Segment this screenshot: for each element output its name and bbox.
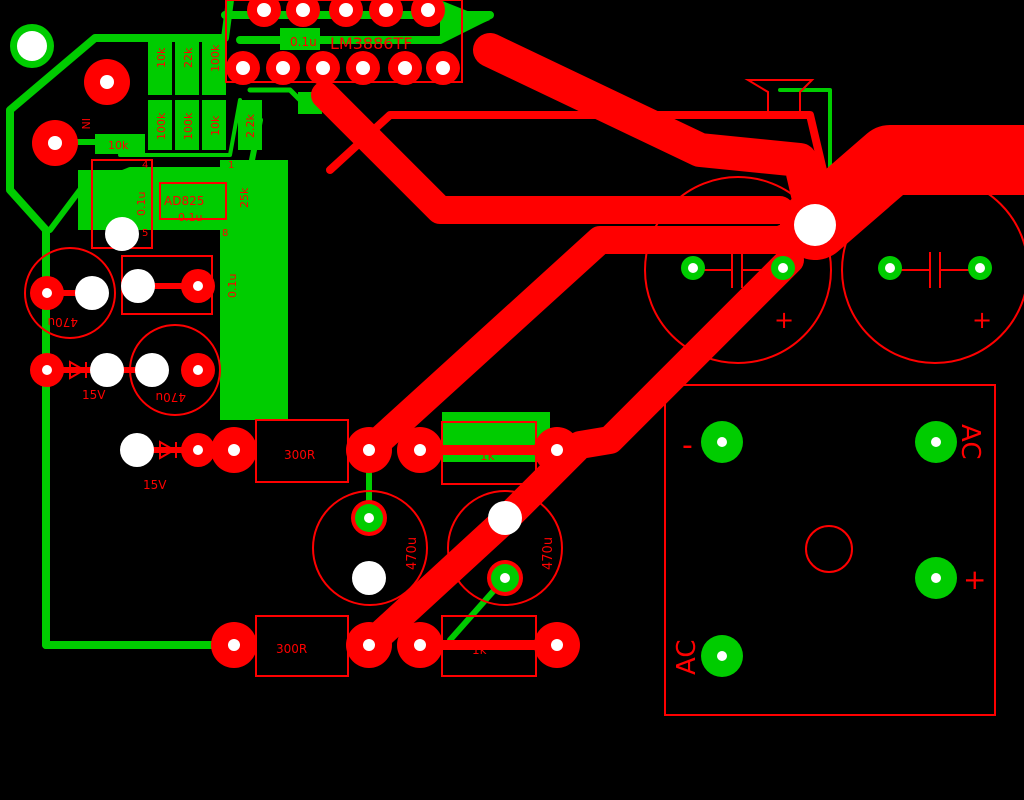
label-bridge-minus: - (682, 428, 693, 463)
bigcap-a-symbol (694, 252, 784, 288)
speaker-symbol (744, 79, 815, 113)
label-r-1k-b: 1k (472, 643, 487, 657)
label-cap-b: 0.1u (178, 211, 202, 224)
cap-470u-b-outline (129, 324, 221, 416)
label-bridge-ac-top: AC (955, 424, 985, 459)
pour-edge-top (440, 0, 490, 40)
label-bridge-ac-bottom: AC (672, 640, 702, 675)
label-cap-c: 0.1u (226, 274, 239, 298)
opamp-outline (159, 182, 227, 220)
label-pin-4: 4 (142, 160, 148, 171)
label-r-1k-a: 1k (480, 449, 495, 463)
bigcap-b-symbol (890, 252, 980, 288)
label-zener-b: 15V (143, 478, 167, 492)
label-cap-top: 0.1u (290, 35, 317, 49)
ic-outline (225, 0, 463, 83)
label-r-300r-a: 300R (284, 448, 315, 462)
label-cap-a: 0.1u (135, 192, 148, 216)
zener-b-symbol (159, 440, 177, 460)
bigcap-b-outline (841, 176, 1024, 364)
trace-output-thin (326, 111, 834, 204)
label-r-25k: 25k (238, 187, 251, 208)
power-trace-rail-b (355, 246, 804, 659)
label-bigcap-plus-a: + (774, 306, 794, 334)
label-r1: 10k (155, 47, 168, 68)
label-pin-8: 8 (222, 228, 228, 239)
bridge-outline (664, 384, 996, 716)
label-r2: 22k (182, 47, 195, 68)
trace-feedback (247, 87, 303, 103)
label-bigcap-plus-b: + (972, 306, 992, 334)
label-pin-5: 5 (142, 228, 148, 239)
label-zener-a: 15V (82, 388, 106, 402)
label-ic: LM3886TF (330, 34, 412, 53)
label-in: IN (79, 118, 92, 129)
label-r-in: 10k (108, 139, 129, 152)
label-r7: 2.2k (244, 114, 257, 138)
label-pin-1: 1 (228, 160, 234, 171)
cap-470u-c-outline (312, 490, 428, 606)
label-opamp: AD825 (164, 194, 204, 208)
label-r4: 100k (155, 112, 168, 140)
label-r5: 100k (182, 112, 195, 140)
ground-pour-small (78, 170, 248, 230)
bigcap-a-outline (644, 176, 832, 364)
label-cap-470u-b: 470u (155, 390, 186, 404)
power-trace-right (780, 125, 1024, 260)
trace-opamp-link (118, 98, 242, 157)
label-r6: 10k (209, 115, 222, 136)
label-cap-470u-a: 470u (47, 315, 78, 329)
silkscreen-text: LM3886TF 0.1u 10k 22k 100k 100k 100k 10k… (47, 34, 992, 675)
cap-470u-d-outline (447, 490, 563, 606)
label-cap-470u-d: 470u (541, 537, 556, 570)
cap-470u-a-outline (24, 247, 116, 339)
label-r-300r-b: 300R (276, 642, 307, 656)
zener-a-symbol (69, 360, 87, 380)
label-r3: 100k (209, 44, 222, 72)
pads (10, 0, 992, 677)
label-bridge-plus: + (963, 563, 986, 596)
bridge-hole (805, 525, 853, 573)
label-cap-470u-c: 470u (405, 537, 420, 570)
